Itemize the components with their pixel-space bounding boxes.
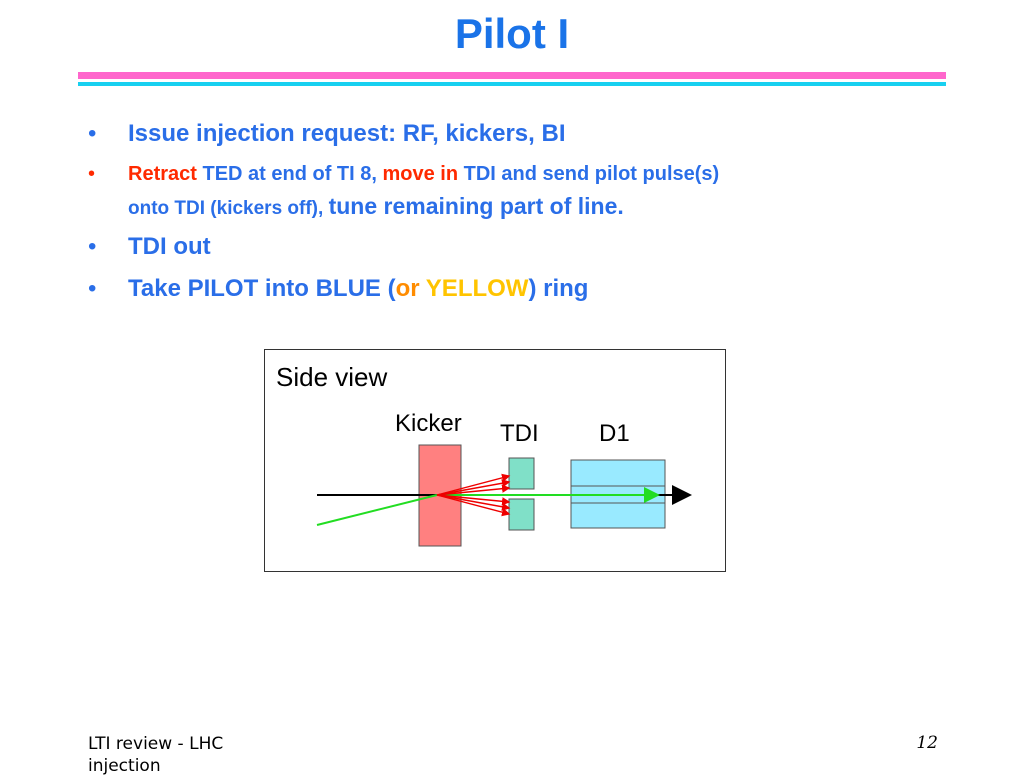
bullet-text: Issue injection request: RF, kickers, BI	[128, 120, 566, 147]
footer-presentation-title: LTI review - LHC injection	[88, 734, 224, 776]
title-rule-pink	[78, 72, 946, 79]
diagram-title: Side view	[276, 362, 388, 392]
bullet-text: Take PILOT into BLUE (	[128, 275, 396, 302]
slide-title: Pilot I	[454, 10, 570, 57]
bullet-highlight-or: or	[395, 275, 420, 302]
bullet-highlight-yellow: YELLOW	[425, 275, 529, 302]
title-rule-cyan	[78, 82, 946, 86]
bullet-dot: •	[88, 120, 97, 147]
bullet-dot: •	[88, 233, 97, 260]
bullet-item: • TDI out	[88, 231, 928, 263]
kicker-label: Kicker	[395, 410, 462, 437]
bullet-text: onto TDI (kickers off),	[128, 198, 329, 219]
kicked-trajectories	[436, 473, 511, 517]
tdi-jaw-upper	[508, 457, 535, 490]
footer-page-number: 12	[916, 733, 938, 753]
bullet-text: tune remaining part of line.	[328, 193, 624, 219]
bullet-highlight-retract: Retract	[128, 163, 197, 185]
tdi-jaw-lower	[508, 498, 535, 531]
bullet-dot: •	[88, 163, 96, 185]
incoming-beam-line	[316, 494, 438, 526]
bullet-item: • Issue injection request: RF, kickers, …	[88, 118, 928, 150]
d1-label: D1	[599, 420, 630, 447]
bullet-item: • Take PILOT into BLUE (or YELLOW) ring	[88, 273, 928, 305]
bullet-highlight-move-in: move in	[382, 163, 459, 185]
side-view-diagram: Side view Kicker TDI D1	[264, 349, 726, 572]
bullet-dot: •	[88, 275, 97, 302]
side-view-drawing	[316, 444, 692, 547]
bullet-text: ) ring	[528, 275, 589, 302]
tdi-label: TDI	[500, 420, 539, 447]
bullet-text: TDI and send pilot pulse(s)	[458, 163, 720, 185]
bullet-text: TDI out	[128, 233, 211, 260]
bullet-text: TED at end of TI 8,	[196, 163, 383, 185]
bullet-item: • Retract TED at end of TI 8, move in TD…	[88, 158, 928, 225]
bullet-list: • Issue injection request: RF, kickers, …	[88, 118, 928, 315]
